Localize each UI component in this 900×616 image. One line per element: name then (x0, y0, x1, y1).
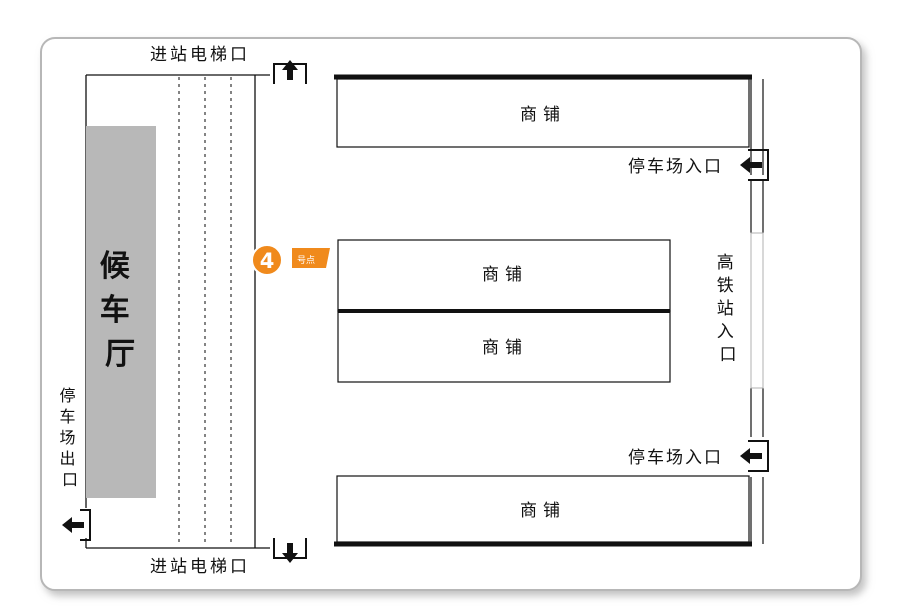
arrow-up-icon[interactable] (273, 60, 307, 84)
dotted-lanes (178, 77, 232, 546)
waiting-hall-label: 候 车 厅 (100, 249, 140, 372)
shop-middle-upper (337, 239, 671, 312)
hsr-entrance-label: 高 铁 站 入 口 (717, 253, 739, 365)
parking-exit-left-label: 停 车 场 出 口 (59, 386, 80, 489)
point-marker-label: 号点 (297, 255, 315, 266)
arrow-left-icon[interactable] (740, 440, 769, 472)
arrow-left-icon[interactable] (62, 509, 91, 541)
shop-bottom (336, 475, 750, 543)
point-marker-number: 4 (260, 249, 275, 273)
parking-entrance-top-label: 停车场入口 (628, 157, 723, 177)
waiting-hall (86, 126, 156, 498)
right-wall (750, 79, 764, 544)
point-marker[interactable]: 4 号点 (251, 244, 330, 276)
arrow-left-icon[interactable] (740, 149, 769, 181)
station-elevator-bottom-label: 进站电梯口 (150, 557, 250, 577)
hsr-entrance-gap[interactable] (750, 232, 764, 389)
parking-entrance-bottom-label: 停车场入口 (628, 448, 723, 468)
shop-middle-upper-label: 商铺 (482, 265, 528, 285)
shop-top-label: 商铺 (520, 105, 566, 125)
shop-middle-lower (337, 310, 671, 383)
station-elevator-top-label: 进站电梯口 (150, 45, 250, 65)
arrow-down-icon[interactable] (273, 538, 307, 563)
shop-middle-lower-label: 商铺 (482, 338, 528, 358)
shop-top (336, 78, 750, 148)
shop-bottom-label: 商铺 (520, 501, 566, 521)
